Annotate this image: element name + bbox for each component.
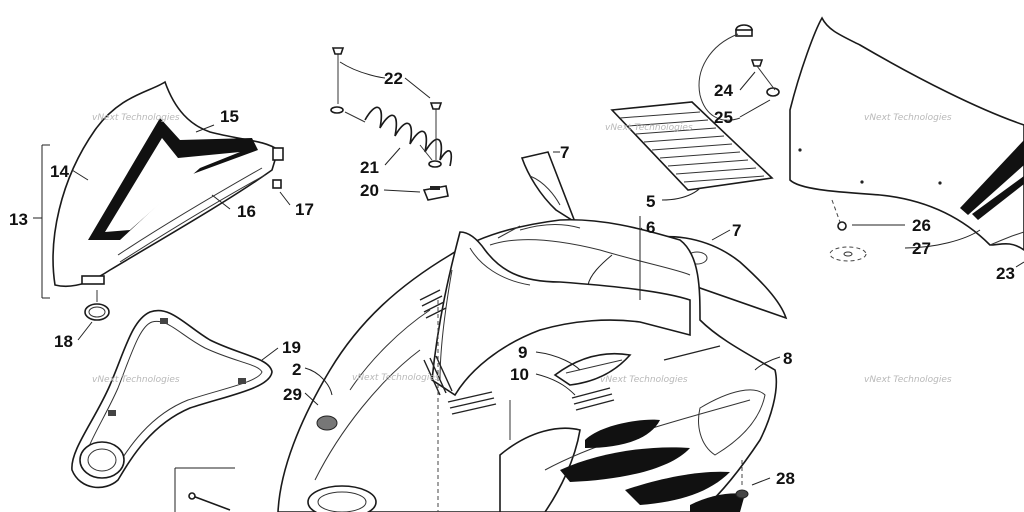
spring-assembly-part-21 xyxy=(330,47,453,201)
watermark-text: vNext Technologies xyxy=(92,375,180,385)
callout-labels: 2 5 6 7 7 8 9 10 13 14 15 16 17 18 19 20… xyxy=(9,69,1015,488)
gasket-part-19 xyxy=(71,309,273,489)
watermark-text: vNext Technologies xyxy=(600,375,688,385)
callout-29: 29 xyxy=(283,385,302,404)
callout-21: 21 xyxy=(360,158,379,177)
watermark-text: vNext Technologies xyxy=(864,375,952,385)
nose-cowl-part xyxy=(52,80,284,288)
callout-19: 19 xyxy=(282,338,301,357)
callout-5: 5 xyxy=(646,192,655,211)
watermark-text: vNext Technologies xyxy=(352,373,440,383)
callout-25: 25 xyxy=(714,108,733,127)
callout-2: 2 xyxy=(292,360,301,379)
callout-28: 28 xyxy=(776,469,795,488)
callout-22: 22 xyxy=(384,69,403,88)
callout-26: 26 xyxy=(912,216,931,235)
vent-grille-part-5 xyxy=(610,101,774,191)
callout-23: 23 xyxy=(996,264,1015,283)
callout-10: 10 xyxy=(510,365,529,384)
callout-27: 27 xyxy=(912,239,931,258)
hardware-parts-24-25 xyxy=(698,24,780,121)
callout-8: 8 xyxy=(783,349,792,368)
fastener-part-26 xyxy=(829,199,867,262)
callout-16: 16 xyxy=(237,202,256,221)
decal-part-7a xyxy=(520,151,577,224)
watermark-text: vNext Technologies xyxy=(92,113,180,123)
callout-20: 20 xyxy=(360,181,379,200)
watermark-text: vNext Technologies xyxy=(605,123,693,133)
callout-18: 18 xyxy=(54,332,73,351)
hood-part-2 xyxy=(277,218,778,512)
callout-6: 6 xyxy=(646,218,655,237)
watermarks: vNext Technologies vNext Technologies vN… xyxy=(92,113,952,385)
callout-17: 17 xyxy=(295,200,314,219)
callout-13: 13 xyxy=(9,210,28,229)
callout-15: 15 xyxy=(220,107,239,126)
watermark-text: vNext Technologies xyxy=(864,113,952,123)
windshield-part-23 xyxy=(789,16,1024,251)
callout-24: 24 xyxy=(714,81,733,100)
callout-14: 14 xyxy=(50,162,69,181)
ring-part-18 xyxy=(84,303,110,321)
callout-7-right: 7 xyxy=(732,221,741,240)
callout-7-upper: 7 xyxy=(560,143,569,162)
callout-9: 9 xyxy=(518,343,527,362)
